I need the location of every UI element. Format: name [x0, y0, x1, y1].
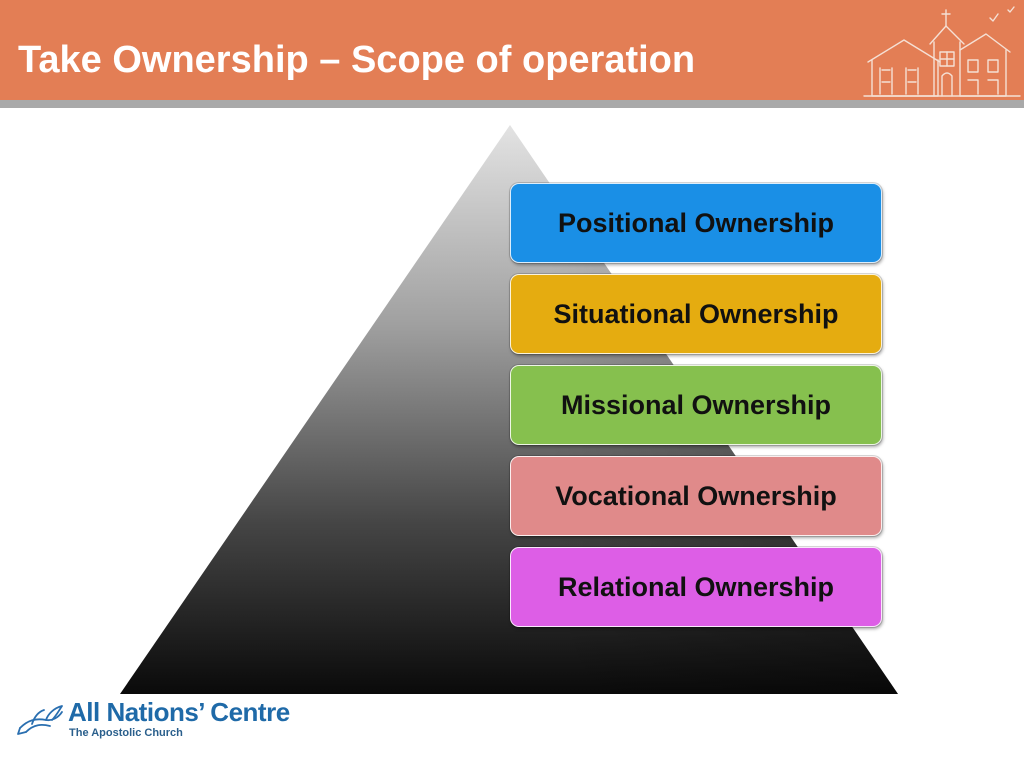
level-label-situational: Situational Ownership — [553, 298, 839, 329]
church-building-icon — [863, 6, 1021, 97]
level-positional-box: Positional Ownership — [510, 183, 882, 263]
level-vocational-box: Vocational Ownership — [510, 456, 882, 536]
organization-logo: All Nations’ Centre The Apostolic Church — [16, 696, 316, 746]
level-label-relational: Relational Ownership — [557, 571, 835, 602]
level-situational-box: Situational Ownership — [510, 274, 882, 354]
dove-icon — [17, 705, 63, 735]
slide-title: Take Ownership – Scope of operation — [18, 39, 696, 81]
logo-subtitle: The Apostolic Church — [69, 727, 183, 739]
level-label-positional: Positional Ownership — [557, 207, 835, 238]
header-bar: Take Ownership – Scope of operation — [0, 0, 1024, 100]
level-label-missional: Missional Ownership — [560, 389, 832, 420]
level-relational-box: Relational Ownership — [510, 547, 882, 627]
level-label-vocational: Vocational Ownership — [555, 480, 837, 511]
logo-name: All Nations’ Centre — [68, 697, 290, 727]
header-divider — [0, 100, 1024, 108]
level-missional-box: Missional Ownership — [510, 365, 882, 445]
